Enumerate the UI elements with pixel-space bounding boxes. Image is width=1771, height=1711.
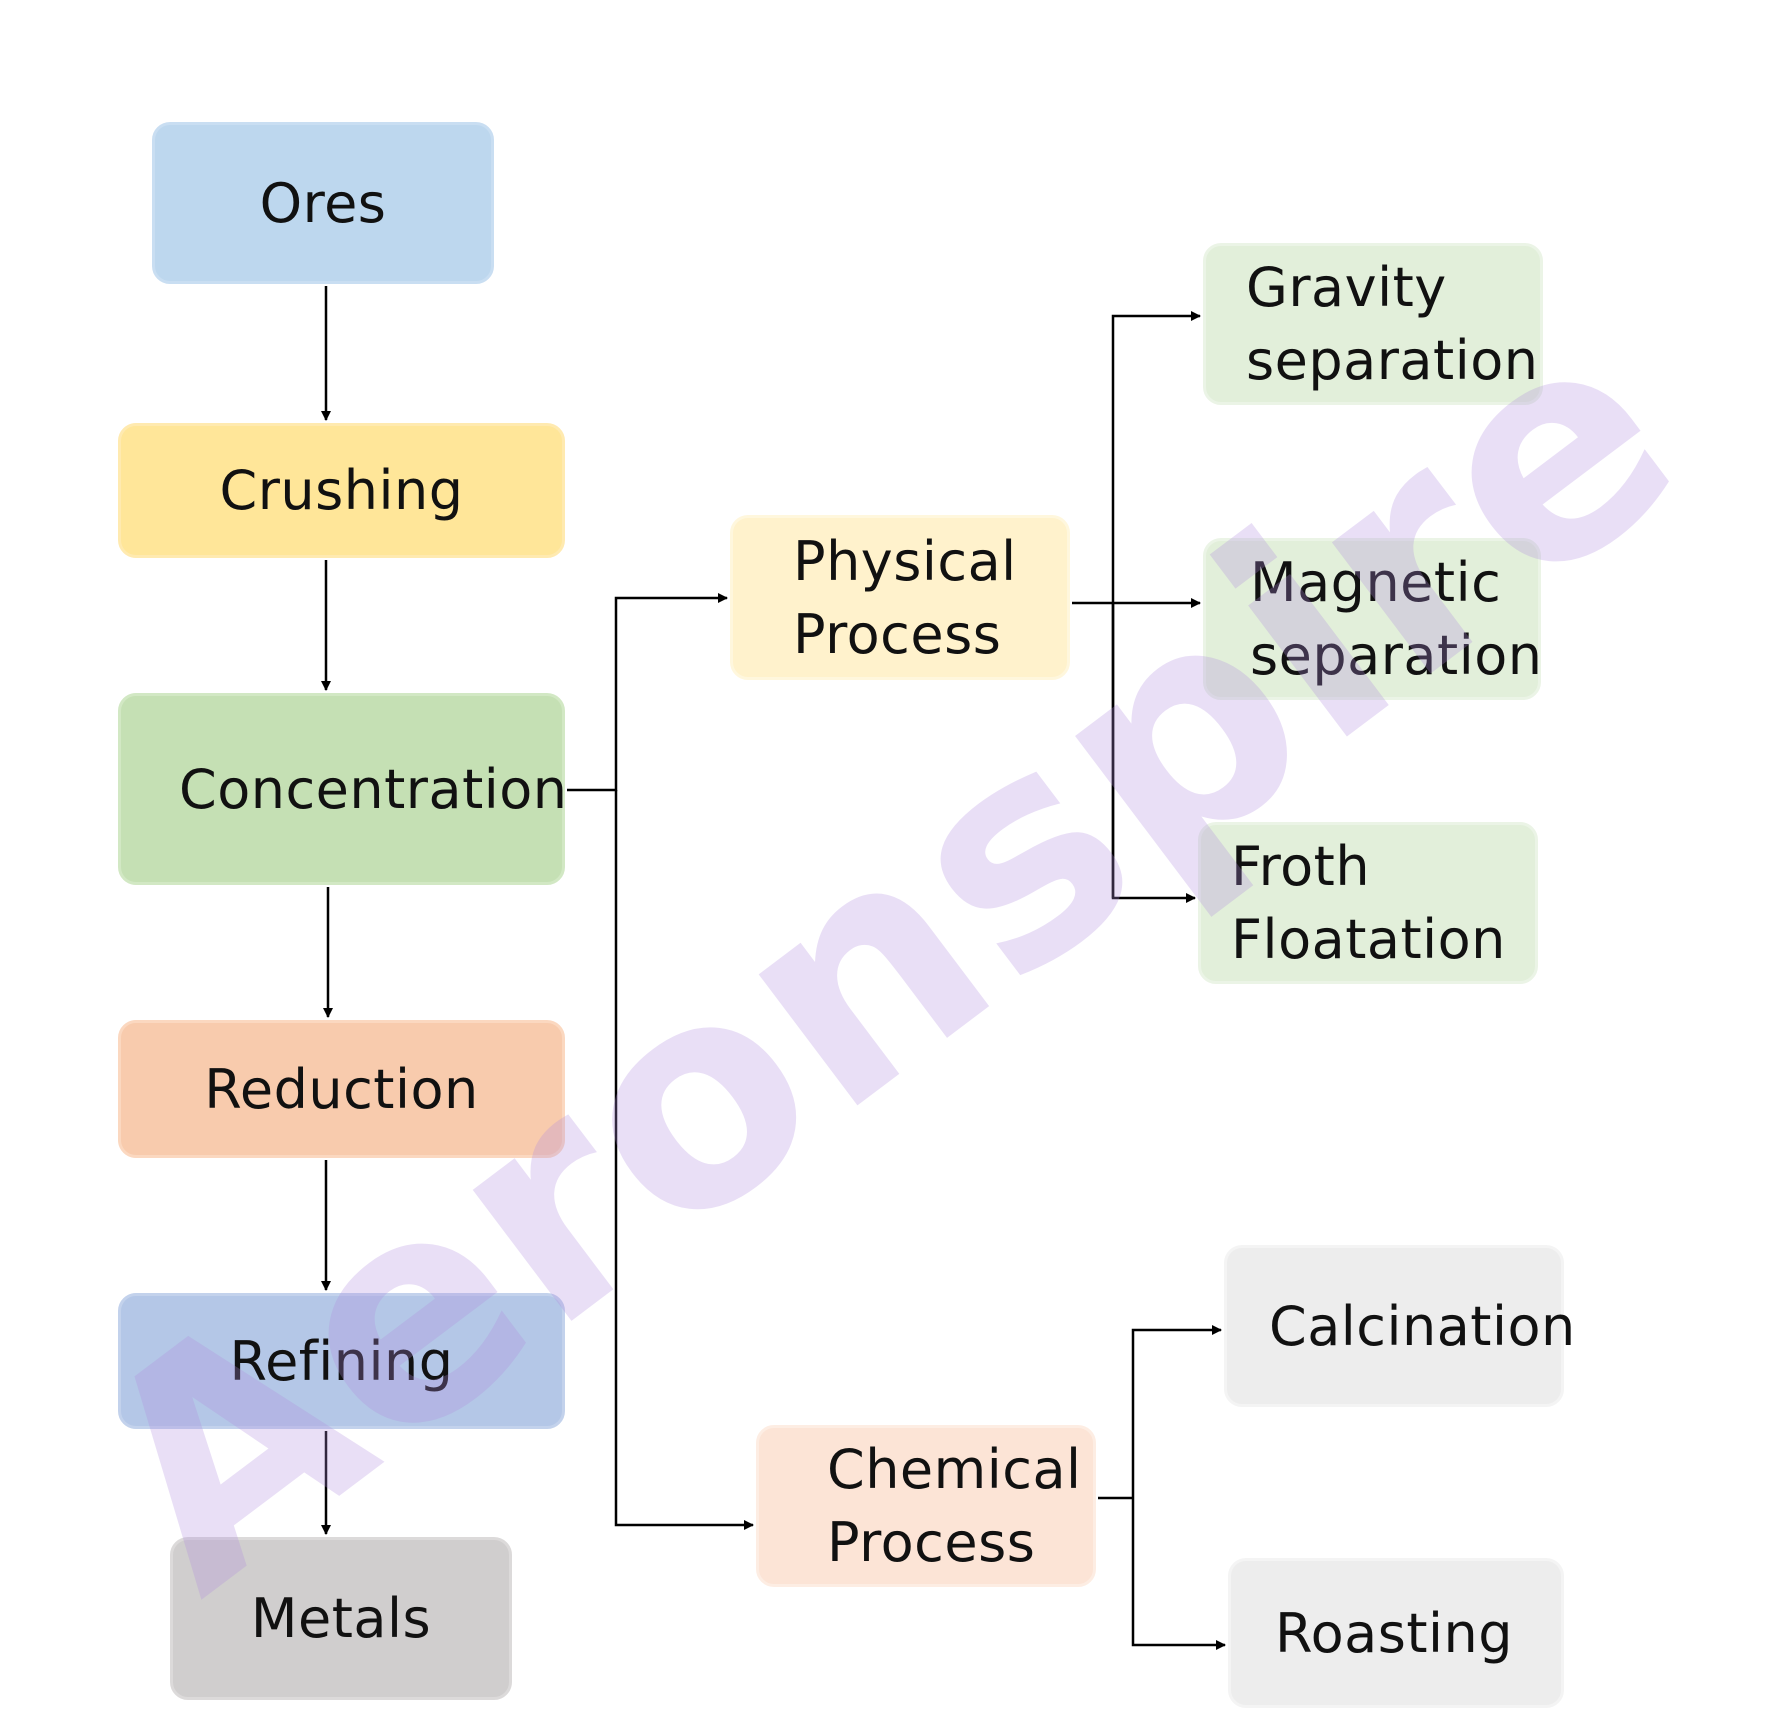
edge-chemical-roasting bbox=[1131, 1498, 1226, 1650]
node-metals: Metals bbox=[170, 1537, 512, 1700]
node-ores: Ores bbox=[152, 122, 494, 284]
node-metals-label: Metals bbox=[250, 1587, 432, 1650]
node-crushing-label: Crushing bbox=[219, 459, 464, 522]
node-physical-process: Physical Process bbox=[730, 515, 1070, 680]
edge-concentration-chemical bbox=[614, 790, 754, 1530]
node-ores-label: Ores bbox=[259, 171, 387, 235]
edge-chemical-calcination bbox=[1131, 1325, 1222, 1498]
node-reduction-label: Reduction bbox=[204, 1057, 479, 1121]
node-roasting-label: Roasting bbox=[1275, 1601, 1514, 1665]
node-froth-floatation-label: Froth Floatation bbox=[1231, 835, 1506, 971]
node-magnetic-separation: Magnetic separation bbox=[1203, 538, 1543, 700]
node-calcination-label: Calcination bbox=[1269, 1294, 1576, 1358]
node-reduction: Reduction bbox=[118, 1020, 565, 1158]
node-physical-process-label: Physical Process bbox=[793, 529, 1017, 666]
node-roasting: Roasting bbox=[1228, 1558, 1564, 1708]
node-gravity-separation-label: Gravity separation bbox=[1246, 256, 1539, 392]
edge-physical-froth bbox=[1111, 603, 1196, 903]
edge-concentration-physical bbox=[567, 593, 728, 792]
node-chemical-process-label: Chemical Process bbox=[827, 1438, 1082, 1574]
node-concentration: Concentration bbox=[118, 693, 568, 885]
node-crushing: Crushing bbox=[118, 423, 565, 558]
node-refining-label: Refining bbox=[229, 1329, 454, 1393]
node-froth-floatation: Froth Floatation bbox=[1198, 822, 1538, 984]
node-gravity-separation: Gravity separation bbox=[1203, 243, 1543, 405]
node-chemical-process: Chemical Process bbox=[756, 1425, 1096, 1587]
node-magnetic-separation-label: Magnetic separation bbox=[1250, 551, 1543, 687]
edge-physical-gravity bbox=[1111, 311, 1201, 898]
node-concentration-label: Concentration bbox=[179, 757, 568, 821]
node-calcination: Calcination bbox=[1224, 1245, 1575, 1407]
node-refining: Refining bbox=[118, 1293, 565, 1429]
